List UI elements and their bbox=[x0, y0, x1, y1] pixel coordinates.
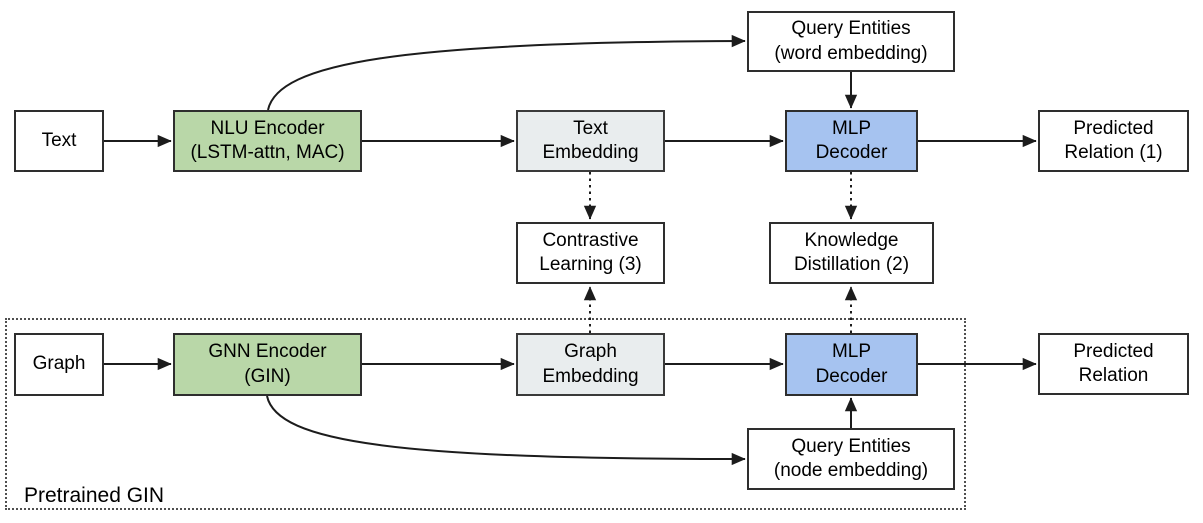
knowledge-distillation-box: Knowledge Distillation (2) bbox=[769, 222, 934, 284]
nlu-encoder-box: NLU Encoder (LSTM-attn, MAC) bbox=[173, 110, 362, 172]
predicted-relation-2-box: Predicted Relation bbox=[1038, 333, 1189, 395]
gnn-encoder-box: GNN Encoder (GIN) bbox=[173, 333, 362, 396]
curve-nlu-to-query-word bbox=[267, 34, 746, 111]
query-entities-node-box: Query Entities (node embedding) bbox=[747, 428, 955, 490]
mlp-decoder-top-box: MLP Decoder bbox=[785, 110, 918, 172]
pretrained-gin-group-label: Pretrained GIN bbox=[24, 484, 165, 507]
text-input-box: Text bbox=[14, 110, 104, 172]
pretrained-gin-group-outline bbox=[5, 318, 966, 510]
text-embedding-box: Text Embedding bbox=[516, 110, 665, 172]
predicted-relation-1-box: Predicted Relation (1) bbox=[1038, 110, 1189, 172]
graph-input-box: Graph bbox=[14, 333, 104, 396]
contrastive-learning-box: Contrastive Learning (3) bbox=[516, 222, 665, 284]
query-entities-word-box: Query Entities (word embedding) bbox=[747, 11, 955, 72]
graph-embedding-box: Graph Embedding bbox=[516, 333, 665, 396]
mlp-decoder-bottom-box: MLP Decoder bbox=[785, 333, 918, 396]
